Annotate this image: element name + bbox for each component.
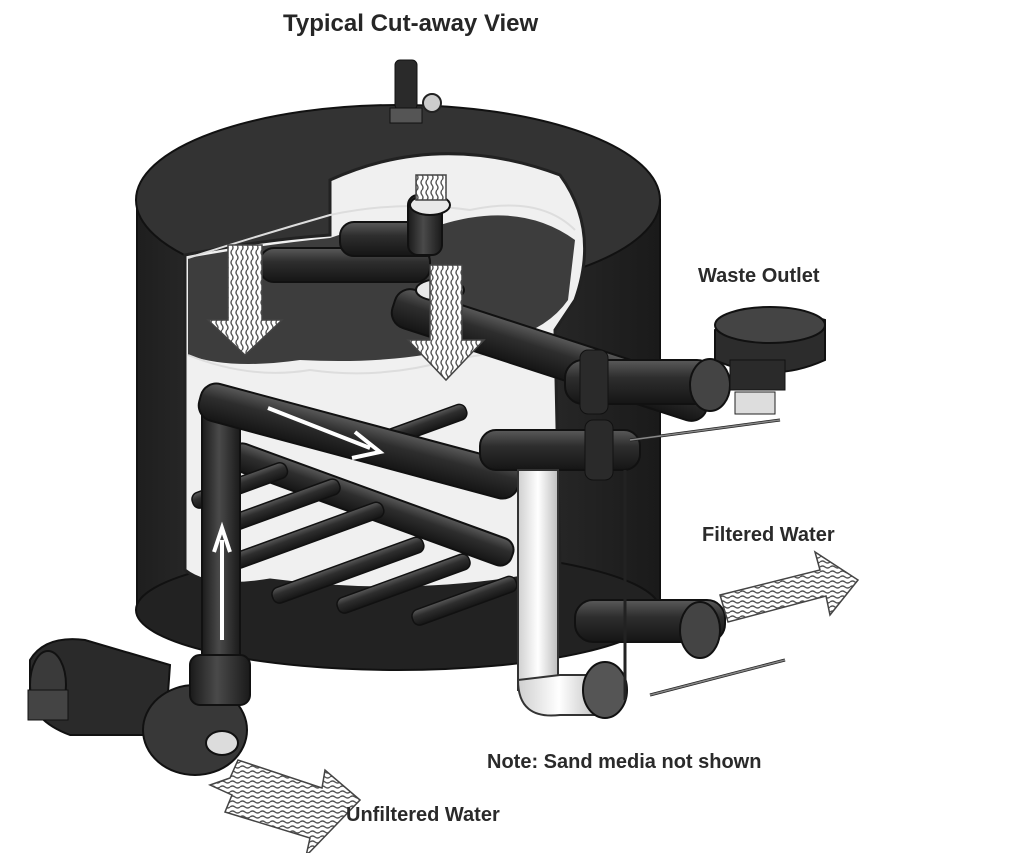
outflow-arrow-icon [719, 550, 860, 623]
sand-media-note: Note: Sand media not shown [487, 751, 762, 773]
flow-direction-arrow-icon [267, 406, 385, 460]
diagram-title: Typical Cut-away View [283, 10, 539, 37]
downflow-arrow-icon [206, 244, 284, 357]
waste-outlet-label: Waste Outlet [698, 265, 820, 287]
filtered-water-arrow [719, 550, 860, 623]
top-air-valve [389, 59, 442, 124]
filtered-water-label: Filtered Water [702, 524, 835, 546]
unfiltered-water-label: Unfiltered Water [346, 804, 500, 826]
downflow-arrows [206, 174, 486, 382]
unfiltered-water-arrow [207, 759, 362, 858]
waste-outlet-cap [714, 306, 826, 415]
inflow-arrow-icon [207, 759, 362, 858]
upflow-arrow-icon [212, 521, 232, 640]
pump [27, 638, 251, 776]
downflow-arrow-icon [406, 264, 486, 382]
valve-manifold [479, 349, 786, 719]
upflow-stripes-icon [415, 174, 447, 201]
